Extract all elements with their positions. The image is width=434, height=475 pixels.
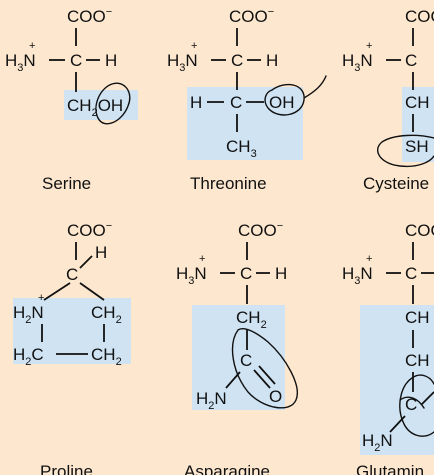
glutamine-plus-charge: +	[366, 253, 372, 265]
proline-side-chain-box	[13, 298, 131, 364]
asparagine-amide-oxygen: O	[269, 387, 282, 406]
threonine-hydroxyl: OH	[269, 93, 295, 112]
glutamine-carboxyl: COO	[405, 221, 434, 240]
threonine-oh-loop	[264, 75, 327, 116]
glutamine-amide-nitrogen: H2N	[362, 431, 393, 454]
cysteine-sh-loop	[377, 134, 434, 168]
proline-carboxyl: COO−	[67, 220, 112, 240]
glutamine-structure: COO + H3N C CH CH C H2N Glutamin	[342, 221, 434, 475]
cysteine-alpha-carbon: C	[405, 51, 417, 70]
cysteine-beta-carbon: CH	[405, 93, 430, 112]
threonine-side-chain-box	[187, 87, 303, 160]
glutamine-amide-carbon: C	[405, 395, 417, 414]
threonine-amino-group: H3N	[167, 51, 198, 74]
threonine-alpha-carbon: C	[231, 51, 243, 70]
asparagine-amide-nitrogen: H2N	[196, 389, 227, 412]
threonine-name: Threonine	[190, 174, 267, 193]
serine-carboxyl: COO−	[67, 6, 112, 26]
asparagine-alpha-hydrogen: H	[275, 264, 287, 283]
cysteine-plus-charge: +	[366, 40, 372, 52]
asparagine-structure: COO− + H3N C H CH2 C O H2N Asparagine	[176, 220, 287, 475]
serine-oh-circle	[95, 82, 131, 125]
glutamine-name: Glutamin	[356, 462, 424, 475]
glutamine-amide-loop	[399, 374, 434, 437]
cysteine-structure: COO + H3N C CH SH Cysteine	[342, 7, 434, 193]
asparagine-side-chain-box	[192, 305, 285, 410]
asparagine-amide-carbon: C	[240, 351, 252, 370]
proline-right-ch2: CH2	[91, 303, 122, 326]
glutamine-alpha-carbon: C	[405, 264, 417, 283]
proline-left-ch2: H2C	[13, 345, 44, 368]
serine-name: Serine	[42, 174, 91, 193]
threonine-beta-hydrogen: H	[190, 93, 202, 112]
serine-side-chain-box	[64, 90, 138, 120]
asparagine-alpha-carbon: C	[240, 264, 252, 283]
serine-alpha-hydrogen: H	[105, 51, 117, 70]
serine-plus-charge: +	[29, 40, 35, 52]
cysteine-amino-group: H3N	[342, 51, 373, 74]
threonine-methyl: CH3	[226, 137, 257, 160]
serine-side-chain: CH2OH	[67, 96, 123, 119]
cysteine-name: Cysteine	[363, 174, 429, 193]
asparagine-amide-loop	[231, 328, 298, 409]
proline-alpha-carbon: C	[66, 265, 78, 284]
threonine-alpha-hydrogen: H	[266, 51, 278, 70]
threonine-carboxyl: COO−	[229, 6, 274, 26]
asparagine-name: Asparagine	[184, 462, 270, 475]
hand-drawn-annotations	[95, 75, 434, 437]
asparagine-beta-ch2: CH2	[236, 308, 267, 331]
proline-bottom-ch2: CH2	[91, 345, 122, 368]
threonine-beta-carbon: C	[230, 93, 242, 112]
asparagine-carboxyl: COO−	[238, 220, 283, 240]
proline-plus-charge: +	[38, 292, 44, 304]
cysteine-side-chain-box	[402, 87, 434, 162]
asparagine-amino-group: H3N	[176, 264, 207, 287]
proline-alpha-hydrogen: H	[95, 243, 107, 262]
cysteine-carboxyl: COO	[405, 7, 434, 26]
serine-amino-group: H3N	[5, 51, 36, 74]
glutamine-gamma-carbon: CH	[405, 351, 430, 370]
proline-structure: COO− H C + H2N CH2 H2C CH2 Proline	[13, 220, 122, 475]
glutamine-beta-carbon: CH	[405, 308, 430, 327]
glutamine-amino-group: H3N	[342, 264, 373, 287]
threonine-plus-charge: +	[191, 40, 197, 52]
glutamine-side-chain-box	[360, 305, 434, 455]
asparagine-plus-charge: +	[199, 253, 205, 265]
serine-alpha-carbon: C	[70, 51, 82, 70]
cysteine-thiol: SH	[405, 137, 429, 156]
threonine-structure: COO− + H3N C H H C OH CH3 Threonine	[167, 6, 295, 193]
proline-name: Proline	[40, 462, 93, 475]
serine-structure: COO− + H3N C H CH2OH Serine	[5, 6, 123, 193]
proline-amino-group: H2N	[13, 303, 44, 326]
